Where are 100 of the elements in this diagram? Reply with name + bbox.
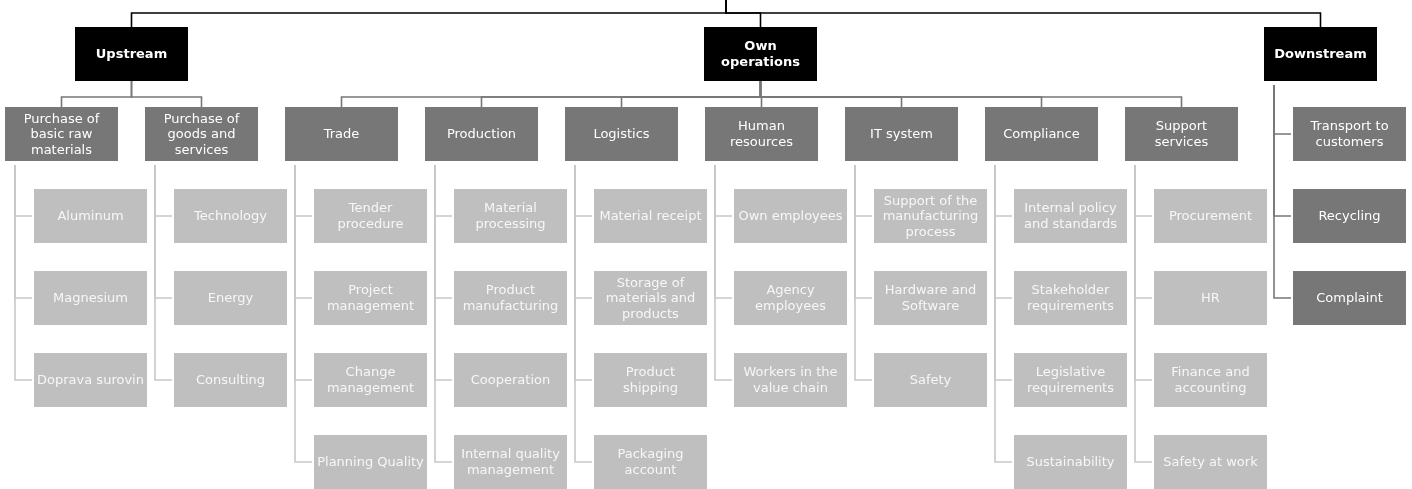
box-label: Sustainability: [1026, 454, 1115, 470]
box-label: Production: [446, 126, 517, 142]
box-label: Support of the manufacturing process: [881, 192, 980, 240]
box-label: Transport to customers: [1309, 118, 1390, 150]
box-label: Consulting: [195, 372, 266, 388]
group-box: [1293, 107, 1406, 161]
box-label: Purchase of basic raw materials: [22, 110, 101, 158]
connector-line: [714, 164, 733, 381]
group-box: [565, 107, 678, 161]
item-box: [34, 353, 147, 407]
group-box: [1125, 107, 1238, 161]
box-label: Complaint: [1316, 290, 1383, 306]
box-label: Compliance: [1003, 126, 1080, 142]
item-box: [314, 353, 427, 407]
box-label: Project management: [325, 282, 416, 314]
box-label: Trade: [323, 126, 360, 142]
connector-line: [434, 164, 453, 463]
connector-line: [725, 0, 1322, 28]
box-label: Legislative requirements: [1026, 364, 1115, 396]
connector-line: [14, 164, 33, 381]
box-label: Finance and accounting: [1170, 364, 1251, 396]
connector-line: [294, 164, 313, 463]
box-label: Logistics: [593, 126, 650, 142]
group-box: [985, 107, 1098, 161]
item-box: [314, 435, 427, 489]
item-box: [34, 189, 147, 243]
box-label: Downstream: [1274, 46, 1367, 62]
box-label: Recycling: [1318, 208, 1381, 224]
box-label: HR: [1201, 290, 1220, 306]
connector-line: [994, 164, 1013, 463]
box-label: Product manufacturing: [461, 282, 560, 314]
item-box: [454, 189, 567, 243]
box-label: Internal policy and standards: [1023, 200, 1118, 232]
item-box: [454, 435, 567, 489]
box-label: Hardware and Software: [883, 282, 978, 314]
item-box: [454, 353, 567, 407]
group-box: [845, 107, 958, 161]
box-label: Human resources: [729, 118, 794, 150]
connector-line: [154, 164, 173, 381]
item-box: [594, 189, 707, 243]
box-label: Change management: [325, 364, 416, 396]
box-label: Planning Quality: [317, 454, 424, 470]
item-box: [594, 353, 707, 407]
box-label: Energy: [207, 290, 254, 306]
group-box: [705, 107, 818, 161]
box-label: Aluminum: [57, 208, 124, 224]
item-box: [454, 271, 567, 325]
box-label: Support services: [1153, 118, 1210, 150]
item-box: [734, 353, 847, 407]
item-box: [1014, 435, 1127, 489]
box-label: Safety at work: [1163, 454, 1258, 470]
box-label: Purchase of goods and services: [162, 110, 241, 158]
item-box: [1154, 189, 1267, 243]
item-box: [874, 353, 987, 407]
box-label: Product shipping: [621, 364, 680, 396]
group-box: [145, 107, 258, 161]
box-label: Own operations: [720, 38, 801, 70]
box-label: Packaging account: [616, 446, 685, 478]
group-box: [425, 107, 538, 161]
item-box: [734, 189, 847, 243]
box-label: IT system: [870, 126, 933, 142]
box-label: Safety: [909, 372, 952, 388]
box-label: Material receipt: [599, 208, 702, 224]
box-label: Tender procedure: [336, 200, 405, 232]
item-box: [1154, 435, 1267, 489]
connector-line: [574, 164, 593, 463]
box-label: Technology: [194, 208, 267, 224]
box-label: Workers in the value chain: [742, 364, 839, 396]
item-box: [594, 435, 707, 489]
category-box: [704, 27, 817, 81]
item-box: [174, 189, 287, 243]
box-label: Material processing: [474, 200, 547, 232]
box-label: Agency employees: [754, 282, 827, 314]
group-box: [285, 107, 398, 161]
item-box: [1014, 189, 1127, 243]
item-box: [174, 271, 287, 325]
item-box: [874, 271, 987, 325]
connector-line: [1134, 164, 1153, 463]
item-box: [874, 189, 987, 243]
item-box: [174, 353, 287, 407]
box-label: Magnesium: [53, 290, 128, 306]
box-label: Stakeholder requirements: [1026, 282, 1115, 314]
item-box: [314, 189, 427, 243]
box-label: Own employees: [738, 208, 843, 224]
item-box: [594, 271, 707, 325]
connector-line: [1273, 84, 1292, 299]
box-label: Doprava surovin: [37, 372, 144, 388]
item-box: [734, 271, 847, 325]
group-box: [1293, 271, 1406, 325]
item-box: [34, 271, 147, 325]
box-label: Upstream: [95, 46, 168, 62]
connector-line: [130, 80, 203, 108]
group-box: [5, 107, 118, 161]
group-box: [1293, 189, 1406, 243]
category-box: [1264, 27, 1377, 81]
connector-line: [854, 164, 873, 381]
item-box: [1154, 271, 1267, 325]
category-box: [75, 27, 188, 81]
box-label: Cooperation: [470, 372, 551, 388]
item-box: [314, 271, 427, 325]
